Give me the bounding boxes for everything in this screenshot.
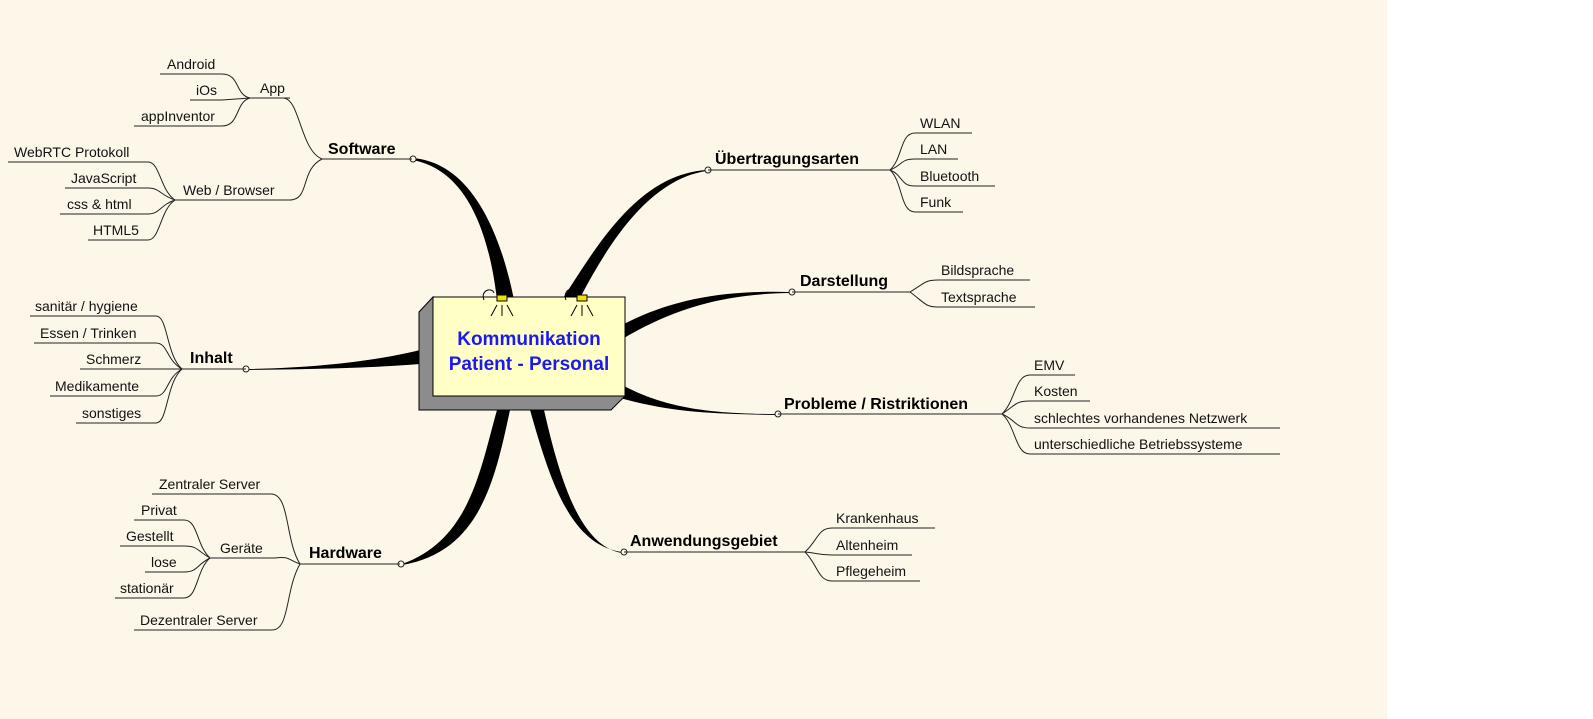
branch-uebertragung bbox=[562, 170, 706, 300]
center-box bbox=[432, 296, 626, 397]
mindmap-canvas bbox=[0, 0, 1387, 719]
branch-probleme bbox=[620, 385, 776, 415]
leaf-krankenhaus[interactable]: Krankenhaus bbox=[836, 510, 919, 526]
topic-hardware[interactable]: Hardware Zentraler Server Geräte Privat … bbox=[115, 476, 400, 631]
node-web-browser[interactable]: Web / Browser bbox=[183, 182, 275, 198]
node-app[interactable]: App bbox=[260, 80, 285, 96]
leaf-appinventor[interactable]: appInventor bbox=[141, 108, 215, 124]
lamp-icon bbox=[482, 289, 514, 317]
leaf-funk[interactable]: Funk bbox=[920, 194, 952, 210]
topic-probleme-label: Probleme / Ristriktionen bbox=[784, 396, 968, 413]
leaf-emv[interactable]: EMV bbox=[1034, 357, 1065, 373]
leaf-altenheim[interactable]: Altenheim bbox=[836, 537, 898, 553]
branch-inhalt bbox=[248, 350, 420, 370]
leaf-sonstiges[interactable]: sonstiges bbox=[82, 405, 141, 421]
center-line-1: Kommunikation bbox=[457, 329, 601, 350]
leaf-zentraler-server[interactable]: Zentraler Server bbox=[159, 476, 260, 492]
topic-uebertragungsarten[interactable]: Übertragungsarten WLAN LAN Bluetooth Fun… bbox=[708, 115, 995, 213]
leaf-medikamente[interactable]: Medikamente bbox=[55, 378, 139, 394]
leaf-pflegeheim[interactable]: Pflegeheim bbox=[836, 563, 906, 579]
center-line-2: Patient - Personal bbox=[449, 354, 610, 375]
leaf-bluetooth[interactable]: Bluetooth bbox=[920, 168, 979, 184]
lamp-icon bbox=[564, 288, 594, 317]
leaf-lan[interactable]: LAN bbox=[920, 141, 947, 157]
leaf-dezentraler-server[interactable]: Dezentraler Server bbox=[140, 612, 258, 628]
leaf-webrtc[interactable]: WebRTC Protokoll bbox=[14, 144, 129, 160]
topic-inhalt-label: Inhalt bbox=[190, 350, 233, 367]
topic-darstellung-label: Darstellung bbox=[800, 273, 888, 290]
topic-hardware-label: Hardware bbox=[309, 545, 382, 562]
branch-hardware bbox=[402, 410, 510, 565]
leaf-sanitaer[interactable]: sanitär / hygiene bbox=[35, 298, 138, 314]
leaf-kosten[interactable]: Kosten bbox=[1034, 383, 1078, 399]
leaf-stationaer[interactable]: stationär bbox=[120, 580, 174, 596]
leaf-bildsprache[interactable]: Bildsprache bbox=[941, 262, 1014, 278]
branch-software bbox=[412, 158, 514, 300]
leaf-netzwerk[interactable]: schlechtes vorhandenes Netzwerk bbox=[1034, 410, 1248, 426]
leaf-javascript[interactable]: JavaScript bbox=[71, 170, 136, 186]
leaf-schmerz[interactable]: Schmerz bbox=[86, 351, 141, 367]
leaf-gestellt[interactable]: Gestellt bbox=[126, 528, 174, 544]
leaf-wlan[interactable]: WLAN bbox=[920, 115, 960, 131]
topic-probleme[interactable]: Probleme / Ristriktionen EMV Kosten schl… bbox=[778, 357, 1280, 455]
leaf-ios[interactable]: iOs bbox=[196, 82, 217, 98]
leaf-lose[interactable]: lose bbox=[151, 554, 177, 570]
leaf-html5[interactable]: HTML5 bbox=[93, 222, 139, 238]
branch-anwendung bbox=[530, 410, 622, 553]
topic-software[interactable]: Software App Android iOs appInventor Web… bbox=[8, 56, 412, 241]
leaf-betriebssysteme[interactable]: unterschiedliche Betriebssysteme bbox=[1034, 436, 1243, 452]
center-topic[interactable]: Kommunikation Patient - Personal bbox=[418, 295, 627, 411]
topic-inhalt[interactable]: Inhalt sanitär / hygiene Essen / Trinken… bbox=[30, 298, 246, 424]
leaf-essen[interactable]: Essen / Trinken bbox=[40, 325, 137, 341]
branch-nodes bbox=[242, 155, 796, 568]
leaf-css-html[interactable]: css & html bbox=[67, 196, 132, 212]
topic-anwendungsgebiet[interactable]: Anwendungsgebiet Krankenhaus Altenheim P… bbox=[624, 510, 935, 582]
topic-darstellung[interactable]: Darstellung Bildsprache Textsprache bbox=[792, 262, 1035, 308]
node-geraete[interactable]: Geräte bbox=[220, 540, 263, 556]
branch-darstellung bbox=[622, 291, 790, 338]
leaf-privat[interactable]: Privat bbox=[141, 502, 177, 518]
leaf-textsprache[interactable]: Textsprache bbox=[941, 289, 1017, 305]
topic-software-label: Software bbox=[328, 141, 396, 158]
topic-anwendungsgebiet-label: Anwendungsgebiet bbox=[630, 533, 778, 550]
leaf-android[interactable]: Android bbox=[167, 56, 215, 72]
topic-uebertragungsarten-label: Übertragungsarten bbox=[715, 149, 859, 168]
main-branches bbox=[248, 158, 790, 565]
